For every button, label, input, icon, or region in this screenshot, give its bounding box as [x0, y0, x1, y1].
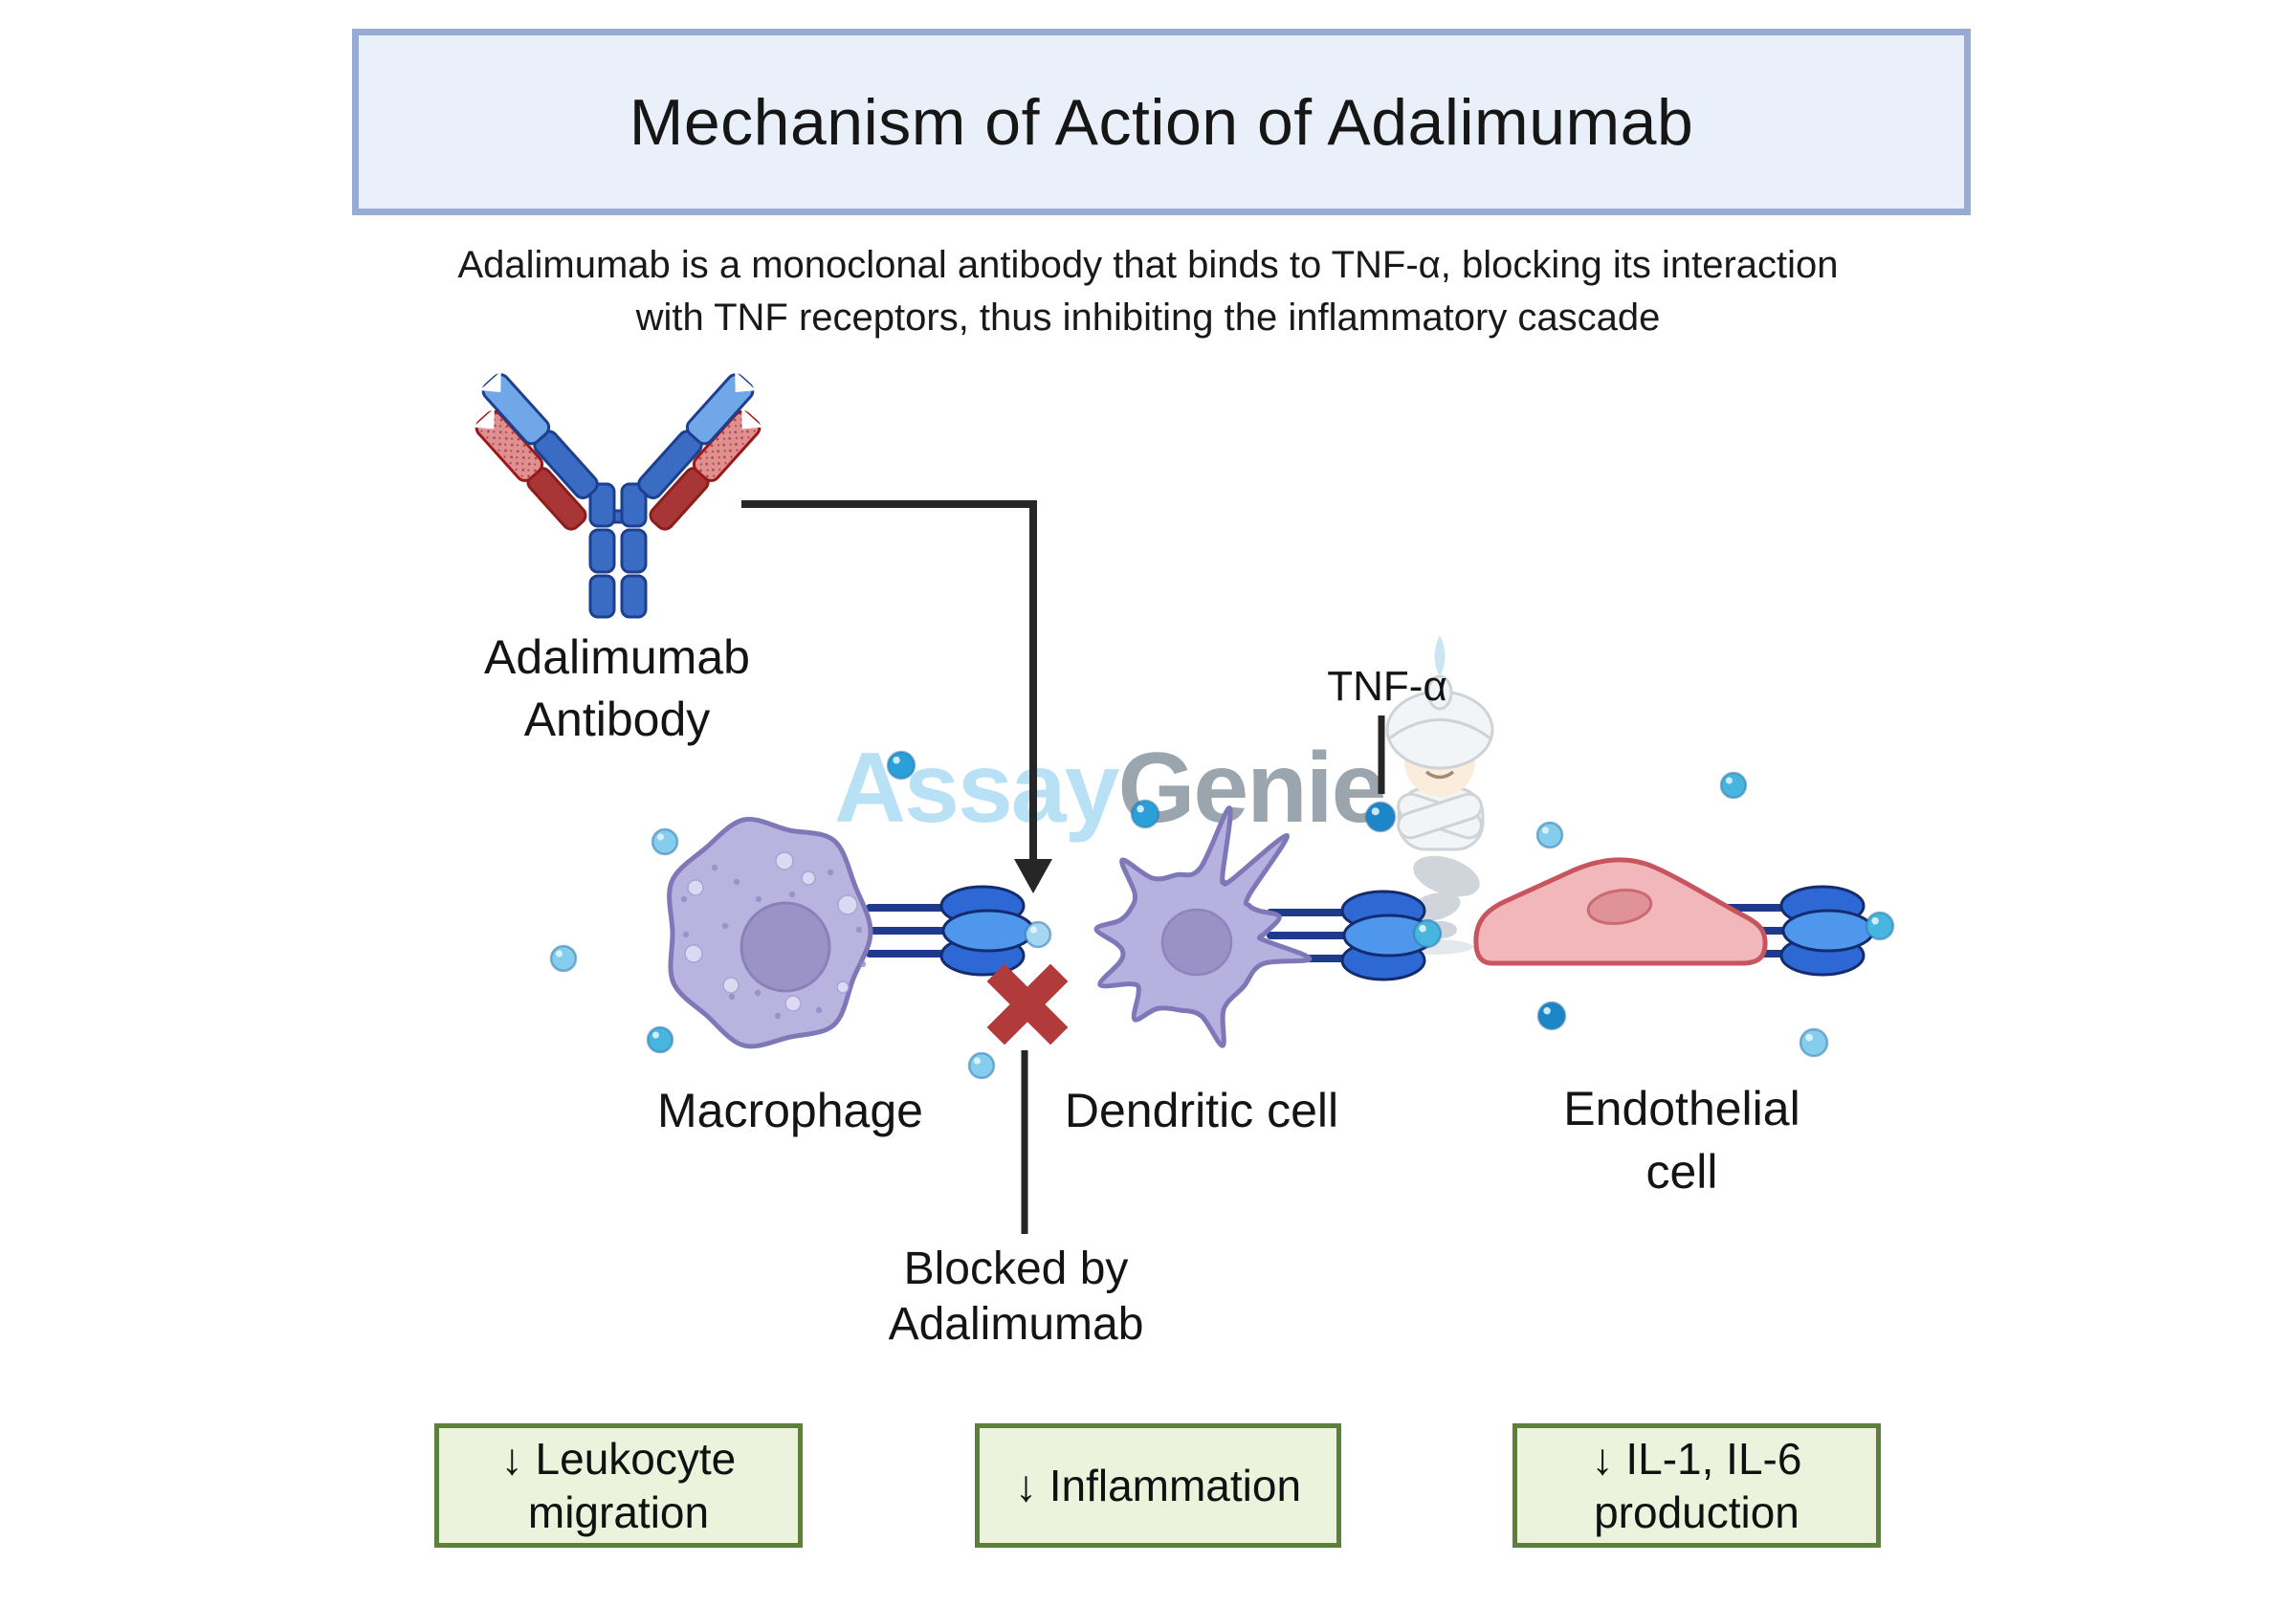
dendritic-nucleus — [1160, 908, 1233, 977]
outcome-il1-il6-line2: production — [1594, 1487, 1799, 1537]
dendritic-cell — [1093, 805, 1313, 1048]
tnf-molecule-highlight — [1541, 826, 1549, 834]
macrophage-vesicle — [837, 894, 858, 915]
macrophage-label: Macrophage — [657, 1084, 923, 1137]
tnf-molecule-highlight — [1029, 926, 1037, 934]
outcome-leukocyte-line2: migration — [527, 1487, 710, 1537]
tnf-molecule-highlight — [1871, 916, 1879, 925]
adalimumab-antibody-graphic — [473, 371, 763, 619]
tnf-molecule-dot — [1364, 801, 1397, 833]
macrophage-receptor — [864, 885, 1035, 977]
outcome-leukocyte-line1: ↓ Leukocyte — [500, 1433, 737, 1484]
macrophage-speckle — [827, 869, 834, 876]
macrophage-speckle — [711, 864, 718, 871]
macrophage-speckle — [755, 895, 762, 903]
macrophage-nucleus — [740, 901, 831, 993]
macrophage-speckle — [682, 931, 690, 938]
tnf-molecule-highlight — [555, 950, 563, 958]
tnf-label: TNF-α — [1327, 663, 1447, 710]
subtitle: Adalimumab is a monoclonal antibody that… — [383, 239, 1913, 344]
tnf-molecule-highlight — [893, 756, 900, 764]
title-box: Mechanism of Action of Adalimumab — [352, 29, 1971, 215]
antibody-label-line1: Adalimumab — [484, 630, 750, 684]
dendritic-label: Dendritic cell — [1064, 1084, 1339, 1137]
outcome-box-il1-il6: ↓ IL-1, IL-6 production — [1512, 1423, 1881, 1548]
macrophage-cell — [667, 816, 873, 1049]
macrophage-speckle — [788, 891, 796, 898]
tnf-molecules — [549, 750, 1895, 1080]
macrophage-speckle — [721, 922, 729, 930]
tnf-molecule-highlight — [1371, 807, 1380, 816]
watermark-genie-text: Genie — [1117, 733, 1386, 844]
macrophage-vesicle — [775, 851, 794, 870]
tnf-molecule-dot — [651, 827, 679, 856]
macrophage-vesicle — [684, 944, 703, 963]
dendritic-receptor — [1265, 890, 1436, 981]
macrophage-speckle — [754, 989, 762, 997]
macrophage-speckle — [815, 1006, 823, 1014]
blocked-label-line1: Blocked by — [903, 1244, 1129, 1294]
page-title: Mechanism of Action of Adalimumab — [629, 85, 1694, 159]
watermark-assay-text: Assay — [834, 733, 1119, 844]
macrophage-speckle — [733, 878, 740, 886]
arrow-connector — [741, 500, 1052, 893]
macrophage-speckle — [774, 1012, 782, 1020]
tnf-molecule-dot — [967, 1051, 996, 1080]
endothelial-nucleus — [1586, 889, 1653, 925]
tnf-molecule-highlight — [1725, 777, 1733, 784]
endothelial-label: Endothelial cell — [1529, 1077, 1835, 1203]
endothelial-cell — [1473, 857, 1768, 966]
antibody-label-line2: Antibody — [523, 693, 711, 746]
tnf-molecule-dot — [1865, 911, 1895, 941]
subtitle-line1: Adalimumab is a monoclonal antibody that… — [457, 244, 1839, 286]
macrophage-vesicle — [687, 879, 704, 896]
blocked-label: Blocked by Adalimumab — [872, 1242, 1159, 1352]
macrophage-speckle — [680, 895, 688, 903]
tnf-molecule-dot — [1412, 918, 1443, 949]
tnf-molecule-highlight — [651, 1031, 659, 1039]
tnf-molecule-highlight — [973, 1057, 981, 1065]
outcome-box-inflammation: ↓ Inflammation — [975, 1423, 1341, 1548]
arrow-head-icon — [1014, 859, 1052, 893]
tnf-molecule-dot — [549, 944, 578, 973]
outcome-il1-il6-line1: ↓ IL-1, IL-6 — [1591, 1433, 1802, 1484]
assaygenie-watermark: AssayGenie — [834, 738, 1386, 838]
outcome-inflammation-line1: ↓ Inflammation — [1014, 1460, 1302, 1510]
antibody-right-arm — [637, 371, 763, 531]
macrophage-speckle — [859, 960, 867, 968]
macrophage-vesicle — [722, 977, 740, 994]
tnf-molecule-highlight — [1419, 924, 1426, 933]
tnf-molecule-dot — [1799, 1027, 1829, 1058]
antibody-left-arm — [473, 371, 599, 531]
tnf-molecule-highlight — [1805, 1033, 1813, 1042]
endothelial-label-line2: cell — [1645, 1145, 1718, 1199]
tnf-molecule-dot — [1535, 821, 1564, 849]
macrophage-speckle — [728, 993, 736, 1001]
tnf-molecule-dot — [1536, 1001, 1567, 1031]
macrophage-vesicle — [801, 870, 816, 886]
macrophage-vesicle — [784, 995, 802, 1012]
outcome-box-leukocyte: ↓ Leukocyte migration — [434, 1423, 803, 1548]
macrophage-vesicle — [836, 980, 850, 994]
blocked-label-line2: Adalimumab — [888, 1298, 1144, 1350]
tnf-molecule-dot — [1719, 771, 1748, 800]
endothelial-label-line1: Endothelial — [1563, 1082, 1800, 1135]
tnf-molecule-dot — [1024, 920, 1052, 949]
tnf-molecule-dot — [646, 1025, 674, 1054]
subtitle-line2: with TNF receptors, thus inhibiting the … — [635, 297, 1661, 340]
antibody-label: Adalimumab Antibody — [450, 627, 784, 751]
tnf-molecule-dot — [1130, 799, 1160, 829]
tnf-molecule-highlight — [656, 833, 664, 841]
tnf-molecule-highlight — [1543, 1006, 1551, 1015]
tnf-molecule-highlight — [1137, 804, 1144, 813]
tnf-molecule-dot — [886, 750, 916, 781]
blocked-x-icon — [986, 963, 1069, 1046]
macrophage-speckle — [855, 926, 863, 934]
